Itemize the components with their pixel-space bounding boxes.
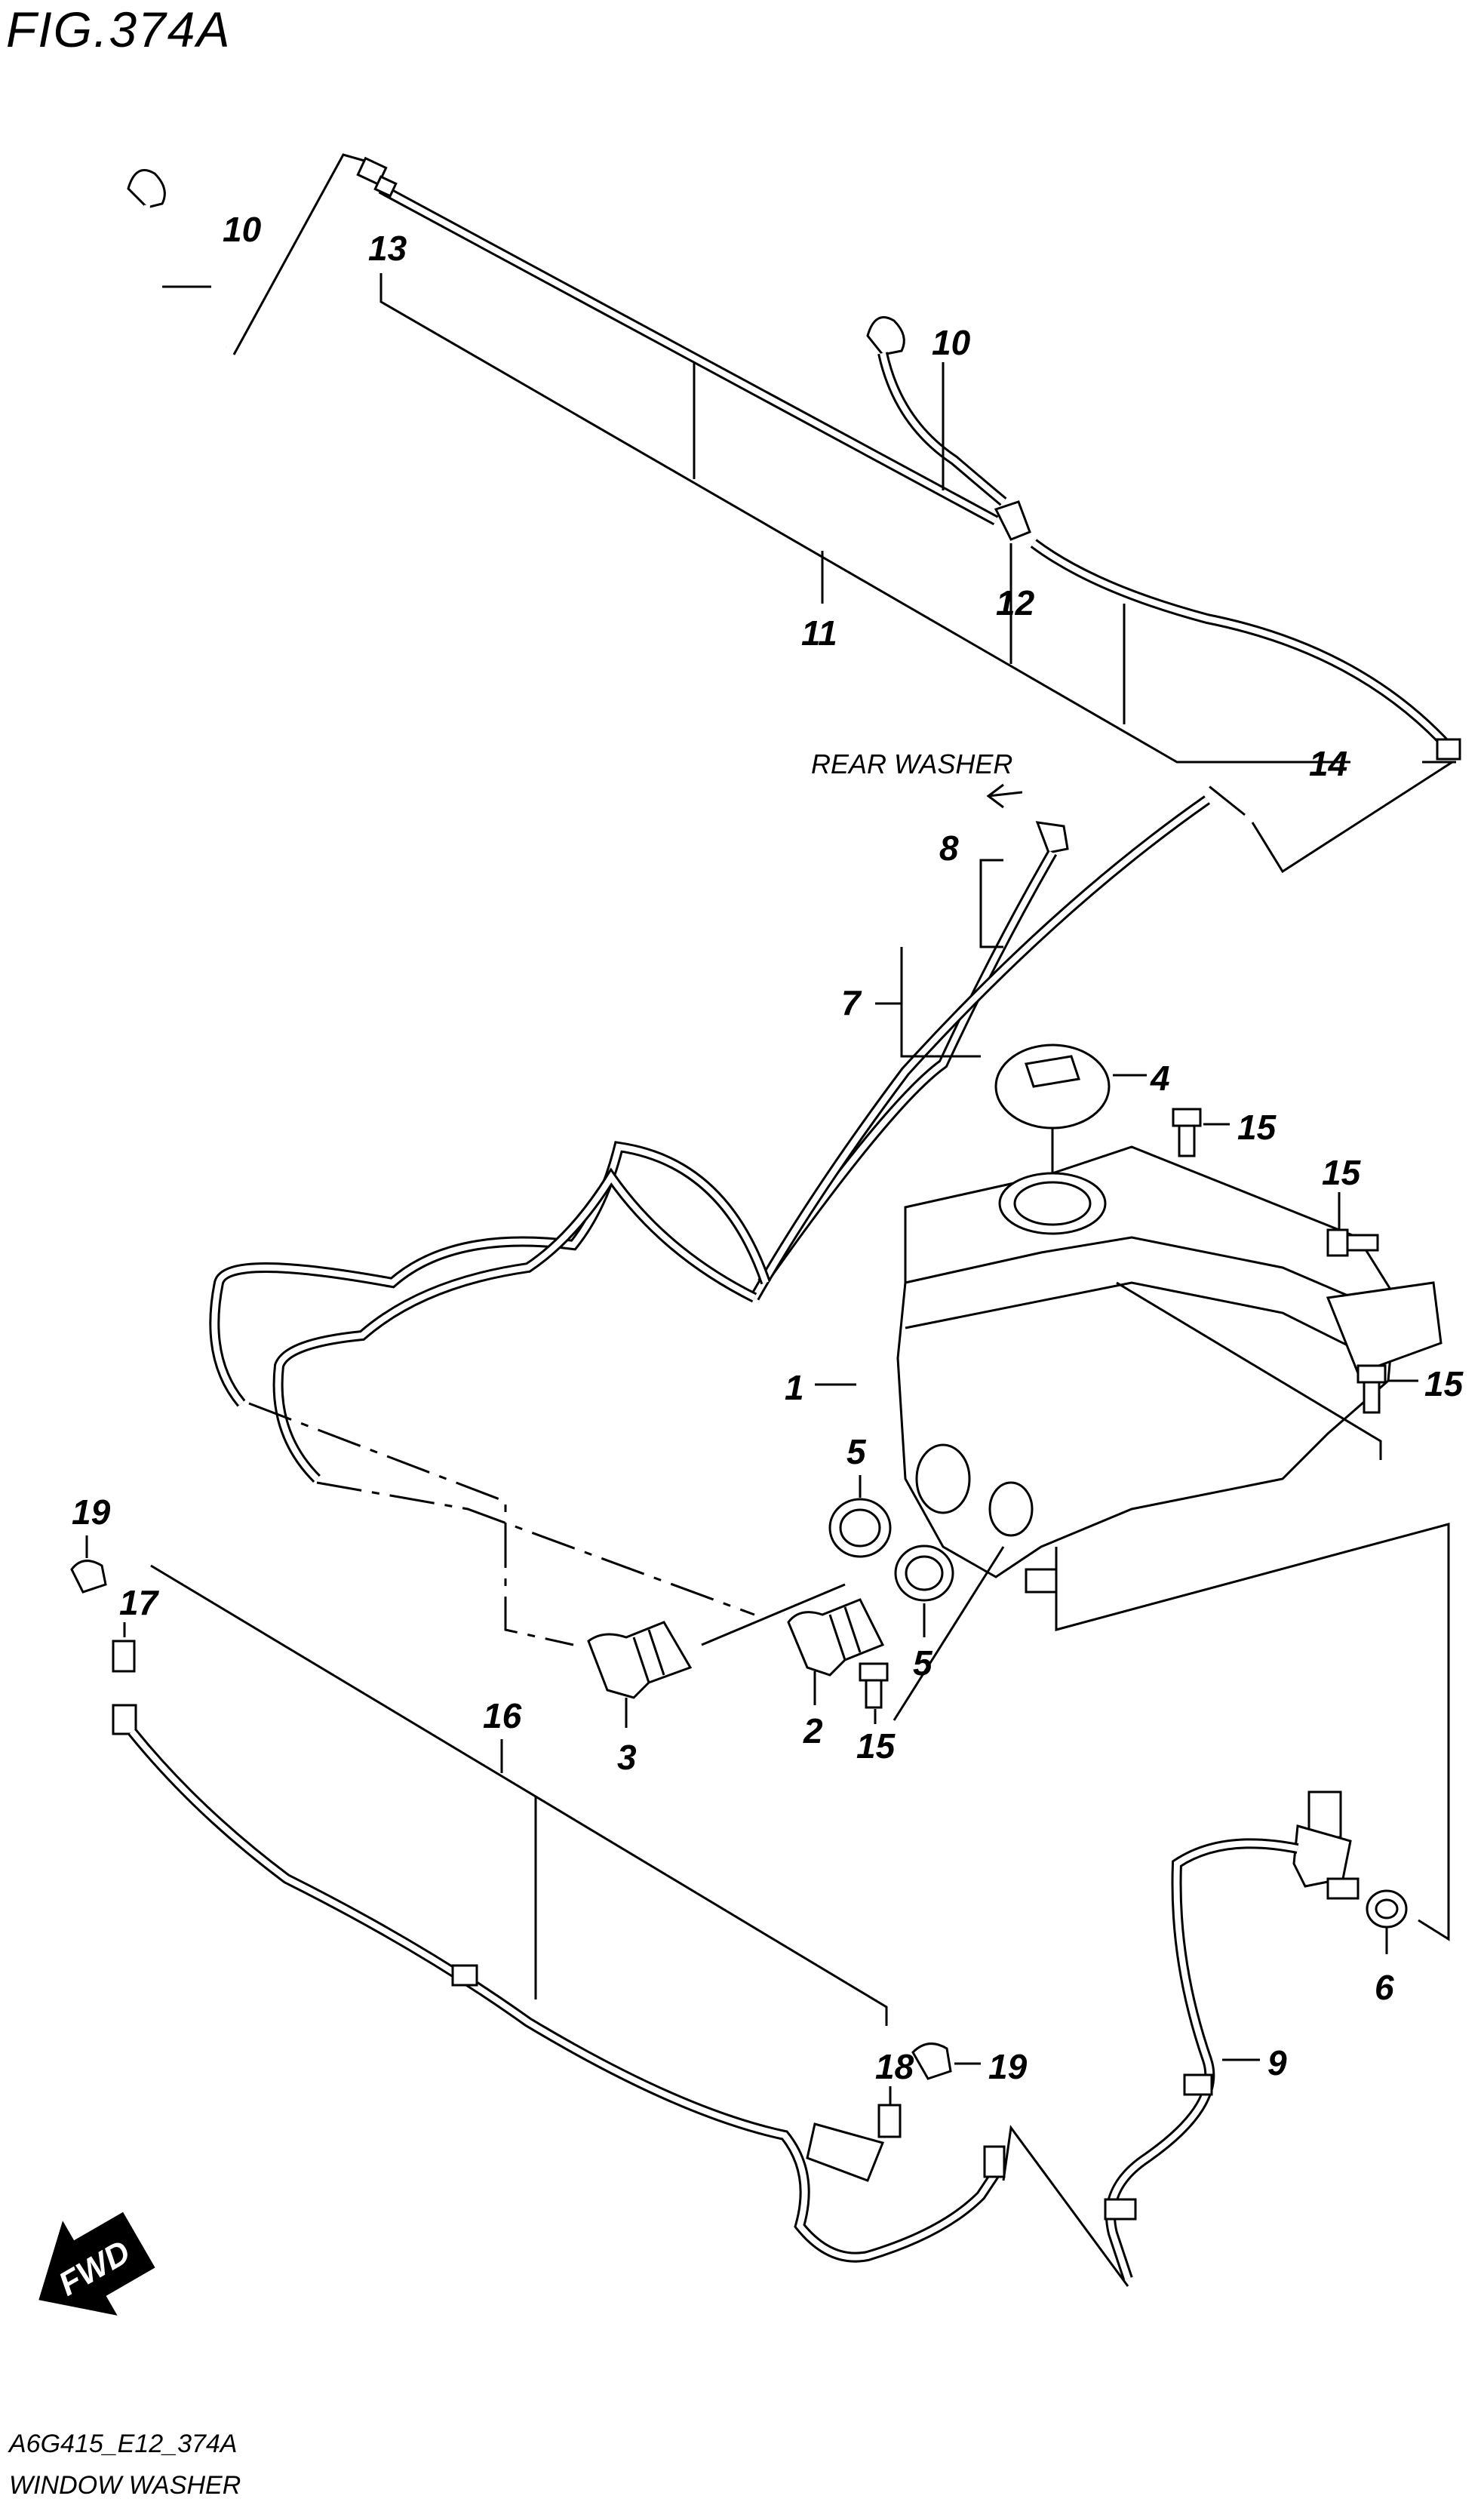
callout-15-c: 15 [1424, 1364, 1464, 1403]
hose-connector-13[interactable] [356, 156, 398, 198]
tank-cap[interactable] [994, 1043, 1111, 1130]
callout-7: 7 [841, 983, 862, 1022]
leader-line [1055, 1523, 1450, 1941]
leader-line [1002, 2125, 1129, 2287]
clip-17[interactable] [112, 1640, 136, 1673]
callout-15-a: 15 [1237, 1108, 1277, 1147]
callout-16: 16 [483, 1696, 522, 1735]
callout-19-right: 19 [988, 2047, 1028, 2086]
leader-line [900, 947, 981, 1058]
callout-14: 14 [1309, 744, 1347, 783]
bolt-15-a[interactable] [1172, 1108, 1202, 1157]
three-way-joint[interactable] [994, 500, 1031, 541]
figure-title: FIG.374A [6, 2, 231, 57]
washer-motor-pump[interactable] [1292, 1790, 1360, 1900]
callout-10-right: 10 [932, 323, 971, 362]
leader-line [379, 273, 1350, 764]
washer-hose-right[interactable] [1030, 539, 1461, 761]
washer-hose-9[interactable] [1104, 1838, 1299, 2281]
bolt-15-c[interactable] [1356, 1364, 1387, 1414]
leader-line [1116, 1281, 1382, 1460]
clip-18[interactable] [877, 2104, 902, 2138]
grommet-6[interactable] [1366, 1889, 1408, 1929]
callout-1: 1 [785, 1368, 804, 1407]
leader-line [1206, 783, 1246, 816]
washer-hose-loop[interactable] [209, 1141, 771, 1483]
callout-15-d: 15 [856, 1726, 896, 1766]
callout-13: 13 [368, 229, 407, 268]
callout-18: 18 [875, 2047, 914, 2086]
washer-hose-main[interactable] [378, 183, 999, 526]
diagram-code: A6G415_E12_374A [8, 2430, 237, 2458]
hose-connector-8[interactable] [1035, 821, 1069, 854]
fwd-arrow: FWD [38, 2211, 155, 2316]
callout-2: 2 [803, 1711, 823, 1750]
bolt-15-d[interactable] [859, 1662, 889, 1709]
washer-tank[interactable] [896, 1145, 1443, 1594]
washer-hose-16[interactable] [112, 1704, 1006, 2263]
callout-10-left: 10 [223, 210, 262, 249]
callout-4: 4 [1150, 1059, 1170, 1098]
grommet-5-b[interactable] [894, 1544, 954, 1602]
washer-pump-2[interactable] [787, 1598, 885, 1677]
leader-line [150, 1564, 888, 2026]
leader-line [1251, 761, 1453, 874]
callout-9: 9 [1267, 2043, 1287, 2082]
rear-washer-label: REAR WASHER [811, 748, 1012, 779]
cap-19-left[interactable] [70, 1560, 107, 1594]
leader-line [248, 1402, 574, 1646]
callout-3: 3 [617, 1738, 637, 1777]
washer-pump-3[interactable] [587, 1621, 693, 1699]
bolt-15-b[interactable] [1326, 1228, 1379, 1257]
callout-17: 17 [119, 1583, 160, 1622]
callout-8: 8 [939, 828, 959, 868]
rear-washer-arrow [986, 783, 1023, 809]
grommet-5-a[interactable] [828, 1498, 892, 1558]
washer-nozzle-left[interactable] [127, 169, 229, 350]
callout-11: 11 [801, 613, 837, 653]
washer-hose-rear[interactable] [749, 795, 1211, 1301]
leader-line [893, 1546, 1005, 1721]
callout-12: 12 [996, 583, 1035, 622]
leader-line [979, 859, 1003, 948]
callout-6: 6 [1375, 1968, 1394, 2007]
leader-line [316, 1481, 755, 1616]
callout-15-b: 15 [1322, 1153, 1362, 1192]
cap-19-right[interactable] [911, 2042, 952, 2080]
diagram-name: WINDOW WASHER [9, 2471, 241, 2500]
leader-line [701, 1583, 846, 1646]
leader-line [232, 153, 370, 355]
callout-5-a: 5 [846, 1432, 867, 1471]
washer-nozzle-right[interactable] [866, 316, 1007, 506]
callout-19-left: 19 [72, 1492, 111, 1532]
